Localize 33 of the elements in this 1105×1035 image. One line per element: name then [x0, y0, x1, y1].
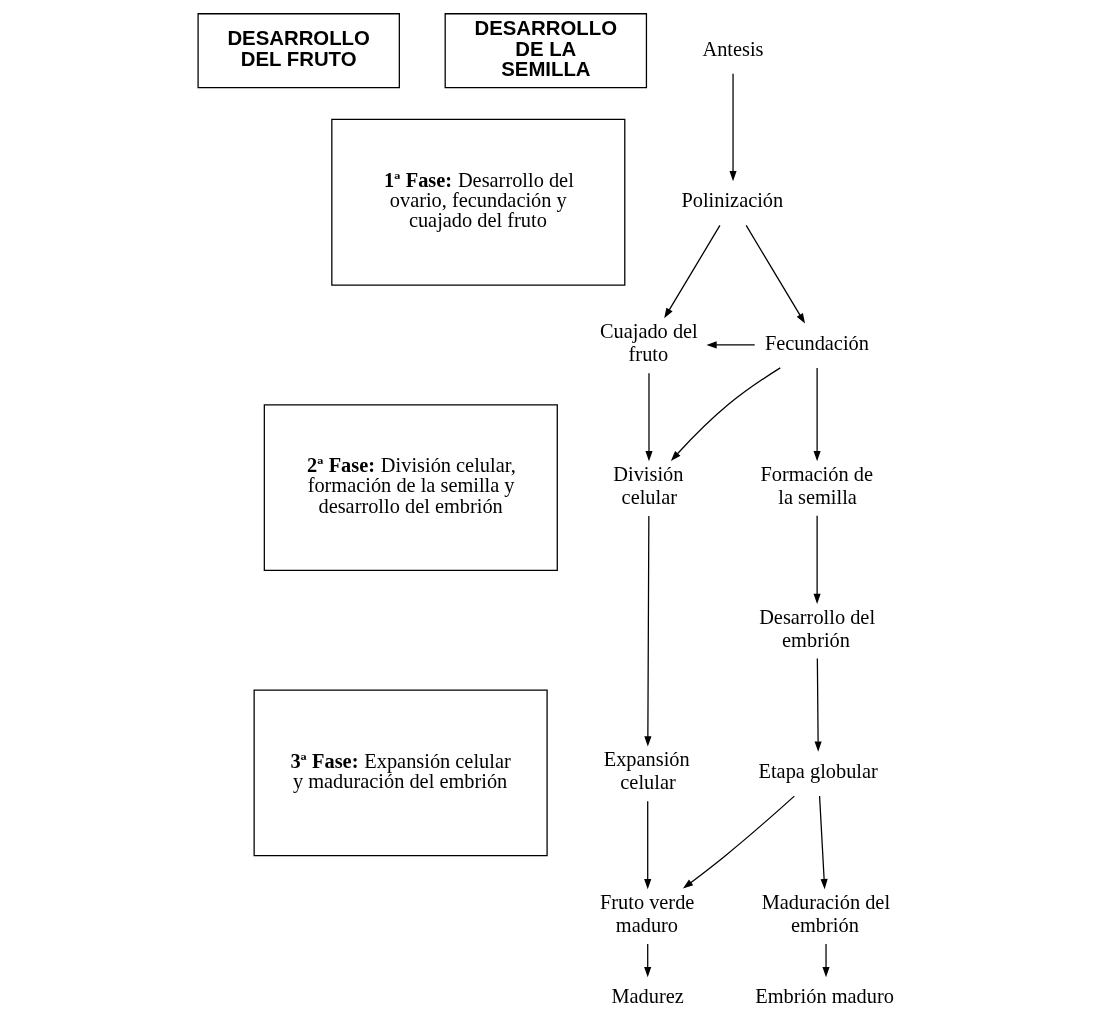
node-box: 1ª Fase: Desarrollo del ovario, fecundación y cuajado del fruto: [331, 118, 626, 286]
arrow: [813, 515, 821, 604]
arrow: [814, 657, 822, 752]
arrow: [745, 224, 806, 324]
arrow: [645, 372, 653, 462]
arrow: [644, 515, 652, 747]
node-text: Embrión maduro: [755, 985, 894, 1008]
arrow: [644, 943, 652, 978]
arrow: [670, 367, 781, 461]
node-box: DESARROLLO DE LA SEMILLA: [444, 13, 648, 89]
arrow: [822, 943, 830, 978]
node-box: 3ª Fase: Expansión celular y maduración del embrión: [253, 689, 548, 857]
node-text: Antesis: [702, 37, 764, 60]
node-text: División celular: [613, 462, 684, 508]
arrow: [813, 367, 821, 462]
node-text: Polinización: [681, 189, 784, 212]
arrow: [644, 800, 652, 890]
arrow: [818, 795, 828, 890]
node-text: Madurez: [611, 985, 684, 1008]
node-text: Fecundación: [764, 331, 869, 354]
node-text: Expansión celular: [603, 748, 690, 794]
arrow: [729, 73, 737, 182]
node-text: Fruto verde maduro: [599, 890, 695, 936]
arrow: [682, 795, 795, 889]
node-text: Formación de la semilla: [760, 462, 873, 508]
node-box: 2ª Fase: División celular, formación de la semilla y desarrollo del embrión: [263, 404, 558, 571]
arrow: [706, 341, 756, 349]
arrow: [664, 224, 721, 319]
node-box: DESARROLLO DEL FRUTO: [197, 13, 400, 89]
node-text: Etapa globular: [758, 759, 878, 782]
node-text: Cuajado del fruto: [599, 320, 698, 366]
node-text: Maduración del embrión: [761, 890, 891, 936]
node-text: Desarrollo del embrión: [759, 605, 876, 651]
